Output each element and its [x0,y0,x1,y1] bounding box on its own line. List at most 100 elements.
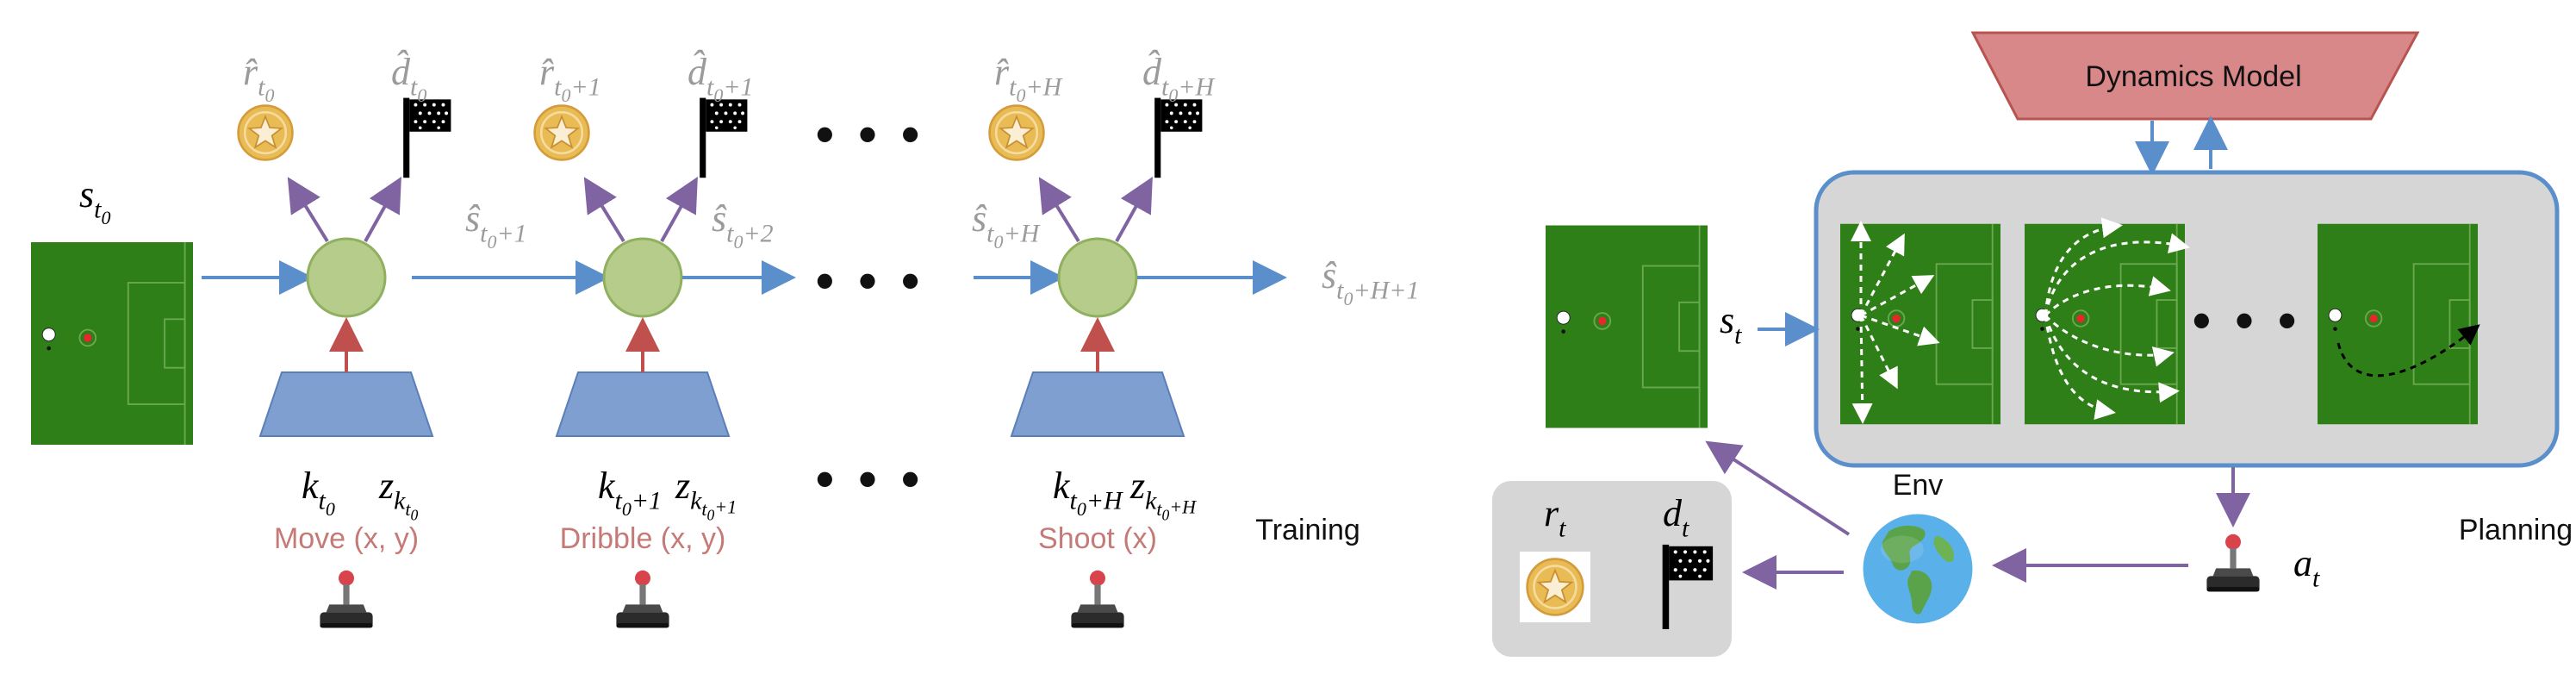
math-part: +1 [496,219,526,247]
math-part: ŝ [712,197,727,240]
done-arrow [1115,177,1153,242]
math-part: 0 [264,84,274,106]
planning-label: Planning [2459,514,2573,546]
env-state-arrow [1705,440,1851,536]
math-part: t [2312,564,2320,592]
math-part: +H [1169,496,1197,518]
math-part: 0 [993,231,1003,253]
math-part: z [1129,465,1145,507]
state-input-label: st0 [79,173,110,228]
math-part: t [554,72,562,101]
math-part: 0 [326,498,335,520]
math-part: 0 [707,507,715,524]
reward-arrow [583,177,625,243]
skill-k-label: kt0 [302,465,335,520]
math-part: r̂ [539,51,555,93]
math-part: t [1682,514,1689,542]
math-part: +H [1178,72,1215,101]
encoder-trapezoid [1010,371,1185,437]
latent-node [306,237,387,318]
done-hat-label: d̂t0 [391,50,426,106]
math-part: 0 [487,231,496,253]
predicted-state-label: ŝt0+1 [465,197,527,253]
math-part: 0 [733,231,743,253]
math-part: 0 [1016,84,1025,106]
math-part: 0 [101,207,110,228]
rollout-paths-2 [2044,217,2190,420]
reward-label: rt [1544,492,1566,542]
math-part: ŝ [465,197,481,240]
env-label: Env [1893,469,1944,502]
rollout-path [1860,314,1940,346]
rollout-path [2044,315,2116,420]
action-label: Move (x, y) [274,522,419,555]
math-part: z [378,465,394,507]
rollout-path [1860,275,1935,317]
math-part: r [1544,492,1559,534]
math-part: ŝ [1322,254,1337,296]
math-part: +H [1086,486,1123,515]
math-part: 0 [713,84,723,106]
math-part: k [1145,486,1157,515]
math-part: z [675,465,690,507]
math-part: s [1720,299,1734,341]
math-part: a [2293,542,2312,584]
action-label: at [2293,542,2320,592]
reward-arrow [1038,177,1080,243]
math-part: t [615,486,623,515]
encoder-trapezoid [555,371,731,437]
ellipsis: • • • [816,252,924,309]
reward-hat-label: r̂t0+1 [539,51,601,106]
math-part: r̂ [243,51,258,93]
math-part: t [1559,514,1566,542]
encoder-trapezoid [258,371,434,437]
math-part: 0 [1162,507,1170,524]
ellipsis: • • • [816,450,924,508]
predicted-state-label: ŝt0+H [972,197,1041,253]
math-part: k [1053,465,1071,507]
reward-coin-icon [237,104,294,161]
done-hat-label: d̂t0+1 [688,50,753,106]
state-label: st [1720,299,1742,349]
math-part: t [94,195,102,223]
math-part: k [302,465,320,507]
math-part: 0 [1343,288,1353,309]
done-flag-icon [1154,97,1203,178]
rollout-path [2044,276,2171,317]
training-label: Training [1255,514,1360,546]
math-part: +H+1 [1353,276,1419,304]
reward-hat-label: r̂t0 [243,51,274,106]
reward-coin-icon [1526,558,1584,616]
math-part: 0 [622,498,632,520]
done-hat-label: d̂t0+H [1142,50,1215,106]
math-part: t [726,219,734,247]
math-part: t [706,72,714,101]
skill-z-label: zkt0+H [1129,465,1197,524]
math-part: +1 [714,496,737,518]
math-part: r̂ [994,51,1010,93]
math-part: +H [1003,219,1040,247]
latent-node [1057,237,1138,318]
math-part: d [1663,492,1683,534]
joystick-icon [2206,534,2260,592]
predicted-state-label: ŝt0+H+1 [1322,254,1419,309]
dynamics-model-box [1970,31,2420,121]
math-part: +1 [723,72,753,101]
soccer-field-icon [31,241,193,446]
reward-hat-label: r̂t0+H [994,51,1063,106]
math-part: d̂ [688,50,707,93]
rollout-field-icon [2318,222,2478,426]
rollout-path [2044,217,2123,316]
rollout-path [2044,314,2175,367]
math-part: t [1336,276,1344,304]
math-part: t [1161,72,1169,101]
math-part: 0 [411,507,419,524]
math-part: k [598,465,616,507]
math-part: d̂ [1142,50,1162,93]
reward-coin-icon [988,104,1045,161]
math-part: t [410,72,418,101]
